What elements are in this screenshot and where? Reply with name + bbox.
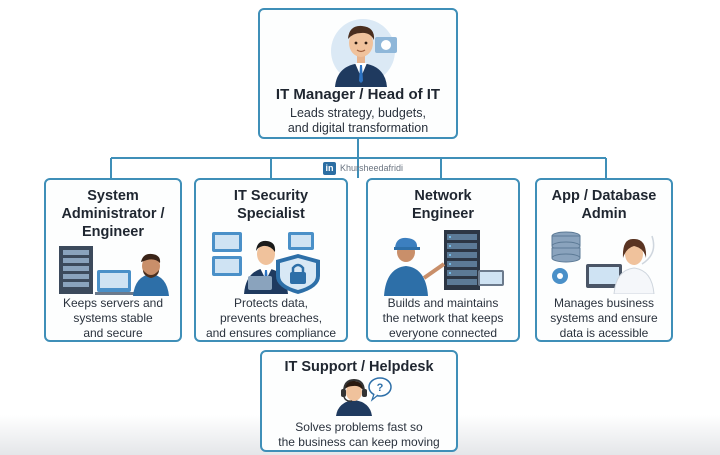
system-admin-title: System Administrator / Engineer [46,187,180,241]
database-icon [551,231,655,294]
security-shield-icon [212,232,320,294]
title-line: IT Security [233,188,309,204]
system-admin-desc: Keeps servers and systems stable and sec… [46,296,180,341]
title-line: Administrator / [61,206,165,222]
it-support-title: IT Support / Helpdesk [284,359,434,375]
network-rack-icon [384,230,504,296]
linkedin-icon: in [323,161,336,175]
desc-line: systems and ensure [550,311,658,325]
title-line: App / Database [551,188,657,204]
security-specialist-desc: Protects data, prevents breaches, and en… [196,296,346,341]
desc-line: data is acessible [559,326,649,340]
desc-line: Solves problems fast so [295,420,423,434]
database-admin-card: App / Database Admin Manages business sy… [535,178,673,342]
manager-avatar-icon [331,19,397,87]
it-manager-desc: Leads strategy, budgets, and digital tra… [260,106,456,136]
desc-line: Manages business [553,296,655,310]
desc-line: and digital transformation [287,121,429,135]
security-specialist-title: IT Security Specialist [196,187,346,223]
security-specialist-card: IT Security Specialist Protects data, pr… [194,178,348,342]
network-engineer-title: Network Engineer [368,187,518,223]
desc-line: systems stable [73,311,153,325]
it-manager-card: IT Manager / Head of IT Leads strategy, … [258,8,458,139]
desc-line: the business can keep moving [278,435,440,449]
title-line: Engineer [81,224,145,240]
title-line: Network [414,188,472,204]
watermark-handle: Khursheedafridi [340,163,404,173]
desc-line: Builds and maintains [387,296,499,310]
server-admin-icon [59,246,169,296]
desc-line: and ensures compliance [205,326,337,340]
title-line: Engineer [411,206,475,222]
desc-line: Protects data, [233,296,309,310]
it-support-card: IT Support / Helpdesk ? Solves problems … [260,350,458,452]
desc-line: the network that keeps [382,311,504,325]
system-admin-card: System Administrator / Engineer Keeps se… [44,178,182,342]
it-manager-title: IT Manager / Head of IT [275,86,441,103]
database-admin-title: App / Database Admin [537,187,671,223]
desc-line: Leads strategy, budgets, [290,106,426,120]
desc-line: Keeps servers and [62,296,164,310]
title-line: Admin [581,206,627,222]
network-engineer-card: Network Engineer Builds and maintains th… [366,178,520,342]
svg-text:?: ? [377,382,384,394]
network-engineer-desc: Builds and maintains the network that ke… [368,296,518,341]
headset-agent-icon: ? [336,377,392,416]
database-admin-desc: Manages business systems and ensure data… [537,296,671,341]
title-line: Specialist [237,206,305,222]
desc-line: everyone connected [388,326,498,340]
it-support-desc: Solves problems fast so the business can… [262,420,456,450]
watermark: in Khursheedafridi [323,160,403,176]
desc-line: and secure [83,326,143,340]
desc-line: prevents breaches, [219,311,323,325]
title-line: System [87,188,139,204]
